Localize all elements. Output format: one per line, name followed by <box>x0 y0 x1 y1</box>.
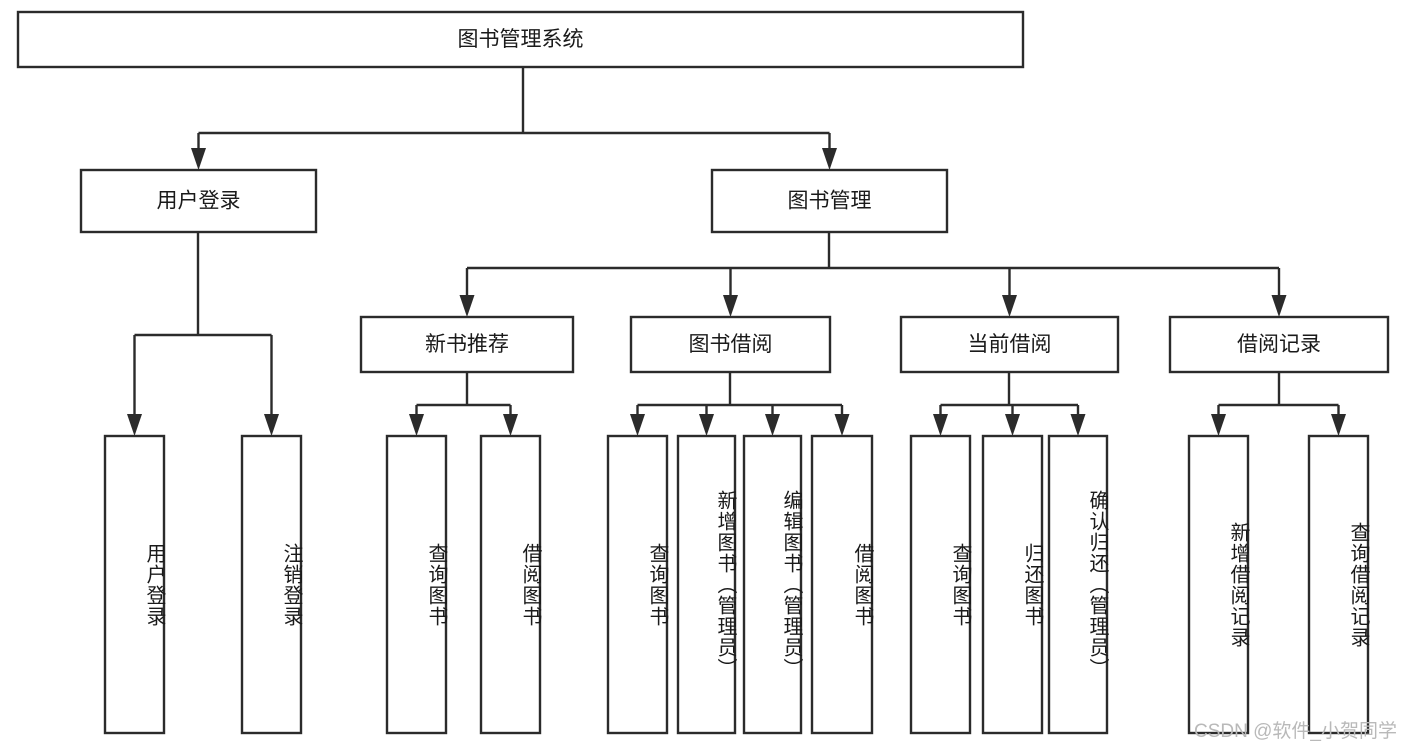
arrow-head-icon <box>1002 295 1017 317</box>
node-box-root[interactable] <box>16 10 1025 69</box>
arrow-head-icon <box>191 148 206 170</box>
arrow-head-icon <box>1070 414 1086 436</box>
arrow-head-icon <box>765 414 780 436</box>
node-box-leaf-confirm-return-admin[interactable] <box>1047 434 1109 735</box>
node-box-leaf-query-book-current[interactable] <box>909 434 972 735</box>
connector-layer <box>127 67 1346 436</box>
arrow-head-icon <box>1005 414 1020 436</box>
arrow-head-icon <box>822 148 837 170</box>
arrow-head-icon <box>1211 414 1226 436</box>
node-label-book-manage: 图书管理 <box>788 190 872 213</box>
arrow-head-icon <box>933 414 948 436</box>
node-box-leaf-return-book[interactable] <box>981 434 1044 735</box>
arrow-head-icon <box>699 414 714 436</box>
node-label-root: 图书管理系统 <box>458 28 584 51</box>
node-box-user-login[interactable] <box>79 168 318 234</box>
watermark-text: CSDN @软件_小贺同学 <box>1194 721 1397 742</box>
node-box-borrow-record[interactable] <box>1168 315 1390 374</box>
node-label-book-borrow: 图书借阅 <box>689 333 773 356</box>
node-box-leaf-query-book-rec[interactable] <box>385 434 448 735</box>
node-label-new-book-rec: 新书推荐 <box>425 333 509 356</box>
node-label-current-borrow: 当前借阅 <box>968 333 1052 356</box>
arrow-head-icon <box>127 414 142 436</box>
node-box-leaf-query-book-borrow[interactable] <box>606 434 669 735</box>
node-box-leaf-edit-book-admin[interactable] <box>742 434 803 735</box>
arrow-head-icon <box>723 295 738 317</box>
node-box-leaf-logout-login[interactable] <box>240 434 303 735</box>
arrow-head-icon <box>834 414 850 436</box>
arrow-head-icon <box>264 414 279 436</box>
arrow-head-icon <box>630 414 645 436</box>
node-label-borrow-record: 借阅记录 <box>1237 333 1321 356</box>
node-label-user-login: 用户登录 <box>157 190 241 213</box>
arrow-head-icon <box>1331 414 1346 436</box>
node-box-leaf-borrow-book-rec[interactable] <box>479 434 542 735</box>
node-box-leaf-user-login[interactable] <box>103 434 166 735</box>
node-box-current-borrow[interactable] <box>899 315 1120 374</box>
node-box-book-borrow[interactable] <box>629 315 832 374</box>
arrow-head-icon <box>459 295 475 317</box>
node-box-leaf-borrow-book[interactable] <box>810 434 874 735</box>
arrow-head-icon <box>409 414 424 436</box>
node-box-new-book-rec[interactable] <box>359 315 575 374</box>
arrow-head-icon <box>503 414 518 436</box>
node-box-leaf-add-book-admin[interactable] <box>676 434 737 735</box>
arrow-head-icon <box>1271 295 1287 317</box>
node-box-leaf-query-borrow-record[interactable] <box>1307 434 1370 735</box>
node-box-leaf-add-borrow-record[interactable] <box>1187 434 1250 735</box>
node-box-layer <box>16 10 1390 735</box>
node-box-book-manage[interactable] <box>710 168 949 234</box>
